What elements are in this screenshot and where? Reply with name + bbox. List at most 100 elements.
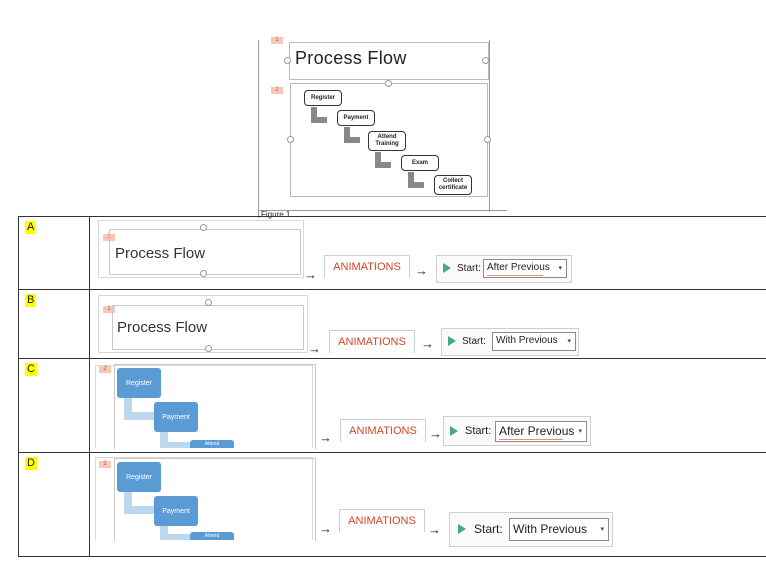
spellcheck-underline (499, 439, 563, 440)
start-dropdown-value: With Previous (496, 335, 558, 346)
start-dropdown-value: After Previous (499, 424, 575, 438)
slide-number-2: 2 (271, 87, 283, 94)
flow-connector (124, 398, 132, 420)
slide-thumbnail[interactable]: 1 Process Flow (98, 220, 304, 278)
option-row-b: B 1 Process Flow → ANIMATIONS → Start: W… (18, 289, 766, 359)
option-letter: A (25, 221, 37, 234)
smartart-placeholder (114, 458, 316, 541)
resize-handle[interactable] (200, 224, 207, 231)
chevron-down-icon: ▾ (578, 428, 582, 435)
start-dropdown[interactable]: After Previous ▾ (495, 421, 587, 442)
start-dropdown-value: With Previous (513, 522, 588, 536)
smartart-placeholder (114, 364, 316, 449)
flow-box-payment: Payment (154, 496, 198, 526)
arrow-icon: → (308, 341, 321, 356)
process-step-attend-training: Attend Training (368, 131, 406, 151)
flow-box-register: Register (117, 368, 161, 398)
arrow-icon: → (429, 426, 442, 441)
animations-tab[interactable]: ANIMATIONS (324, 255, 410, 278)
option-row-d: D 2 Register Payment Attend → ANIMATIONS… (18, 452, 766, 557)
flow-connector (124, 492, 132, 514)
thumbnail-title: Process Flow (117, 319, 208, 336)
slide-number: 2 (99, 461, 111, 468)
flow-connector (124, 506, 156, 514)
resize-handle[interactable] (205, 299, 212, 306)
slide-thumbnail[interactable]: 2 Register Payment Attend (95, 457, 316, 541)
start-dropdown[interactable]: With Previous ▾ (509, 518, 609, 541)
resize-handle[interactable] (385, 80, 392, 87)
play-icon (450, 426, 458, 436)
animations-tab[interactable]: ANIMATIONS (339, 509, 425, 532)
play-icon (448, 336, 456, 346)
slide-number-1: 1 (271, 37, 283, 44)
option-row-a: A 1 Process Flow → ANIMATIONS → Start: A… (18, 216, 766, 290)
animations-tab[interactable]: ANIMATIONS (329, 330, 415, 353)
flow-connector (124, 412, 156, 420)
process-step-exam: Exam (401, 155, 439, 171)
start-control: Start: With Previous ▾ (441, 328, 579, 356)
animations-tab[interactable]: ANIMATIONS (340, 419, 426, 442)
arrow-icon: → (415, 263, 428, 278)
start-dropdown-value: After Previous (487, 262, 550, 273)
option-content-cell: 1 Process Flow → ANIMATIONS → Start: Wit… (89, 290, 766, 359)
start-dropdown[interactable]: With Previous ▾ (492, 332, 576, 351)
option-letter-cell: B (18, 290, 90, 359)
slide-number: 2 (99, 366, 111, 373)
start-dropdown[interactable]: After Previous ▾ (483, 259, 567, 278)
arrow-icon: → (304, 267, 317, 282)
step-arrow (408, 172, 424, 188)
table-bottom-border (18, 556, 766, 557)
process-step-register: Register (304, 90, 342, 106)
process-step-payment: Payment (337, 110, 375, 126)
start-label: Start: (462, 336, 486, 347)
figure-caption: Figure 1 (261, 210, 291, 219)
resize-handle[interactable] (284, 57, 291, 64)
start-control: Start: After Previous ▾ (443, 416, 591, 446)
chevron-down-icon: ▾ (600, 526, 604, 533)
option-row-c: C 2 Register Payment Attend → ANIMATIONS… (18, 358, 766, 453)
figure-divider (259, 210, 507, 211)
slide-number: 1 (103, 306, 115, 313)
figure-1: 1 Process Flow 2 Register Payment Attend… (258, 37, 509, 219)
arrow-icon: → (421, 336, 434, 351)
resize-handle[interactable] (482, 57, 489, 64)
step-arrow (311, 107, 327, 123)
resize-handle[interactable] (205, 345, 212, 352)
figure-title: Process Flow (295, 48, 407, 68)
arrow-icon: → (428, 522, 441, 537)
flow-connector (160, 534, 190, 540)
play-icon (458, 524, 466, 534)
flow-box-register: Register (117, 462, 161, 492)
start-control: Start: With Previous ▾ (449, 512, 613, 547)
option-content-cell: 2 Register Payment Attend → ANIMATIONS →… (89, 359, 766, 453)
arrow-icon: → (319, 521, 332, 536)
step-arrow (344, 127, 360, 143)
step-arrow (375, 152, 391, 168)
option-content-cell: 1 Process Flow → ANIMATIONS → Start: Aft… (89, 217, 766, 290)
start-label: Start: (457, 263, 481, 274)
flow-box-payment: Payment (154, 402, 198, 432)
option-content-cell: 2 Register Payment Attend → ANIMATIONS →… (89, 453, 766, 557)
resize-handle[interactable] (287, 136, 294, 143)
option-letter-cell: D (18, 453, 90, 557)
start-label: Start: (474, 522, 503, 536)
option-letter-cell: C (18, 359, 90, 453)
flow-connector (160, 442, 190, 448)
flow-box-attend: Attend (190, 440, 234, 448)
option-letter: B (25, 294, 37, 307)
resize-handle[interactable] (484, 136, 491, 143)
resize-handle[interactable] (200, 270, 207, 277)
figure-right-border (489, 40, 490, 212)
option-letter: C (25, 363, 37, 376)
flow-connector (160, 432, 168, 448)
play-icon (443, 263, 451, 273)
chevron-down-icon: ▾ (567, 338, 571, 345)
chevron-down-icon: ▾ (558, 265, 562, 272)
option-letter-cell: A (18, 217, 90, 290)
slide-thumbnail[interactable]: 1 Process Flow (98, 295, 308, 353)
arrow-icon: → (319, 430, 332, 445)
thumbnail-title: Process Flow (115, 245, 206, 262)
slide-thumbnail[interactable]: 2 Register Payment Attend (95, 364, 316, 449)
answer-table: A 1 Process Flow → ANIMATIONS → Start: A… (18, 216, 766, 557)
start-label: Start: (465, 425, 492, 437)
